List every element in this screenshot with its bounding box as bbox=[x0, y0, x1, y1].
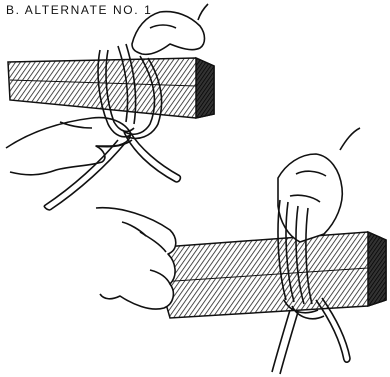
lower-bar bbox=[150, 232, 386, 318]
upper-bar bbox=[8, 58, 214, 118]
upper-panel bbox=[6, 4, 214, 210]
lower-right-hand bbox=[278, 128, 360, 242]
upper-right-hand bbox=[132, 4, 208, 54]
lower-left-hand bbox=[96, 208, 176, 309]
lower-panel bbox=[96, 128, 386, 374]
